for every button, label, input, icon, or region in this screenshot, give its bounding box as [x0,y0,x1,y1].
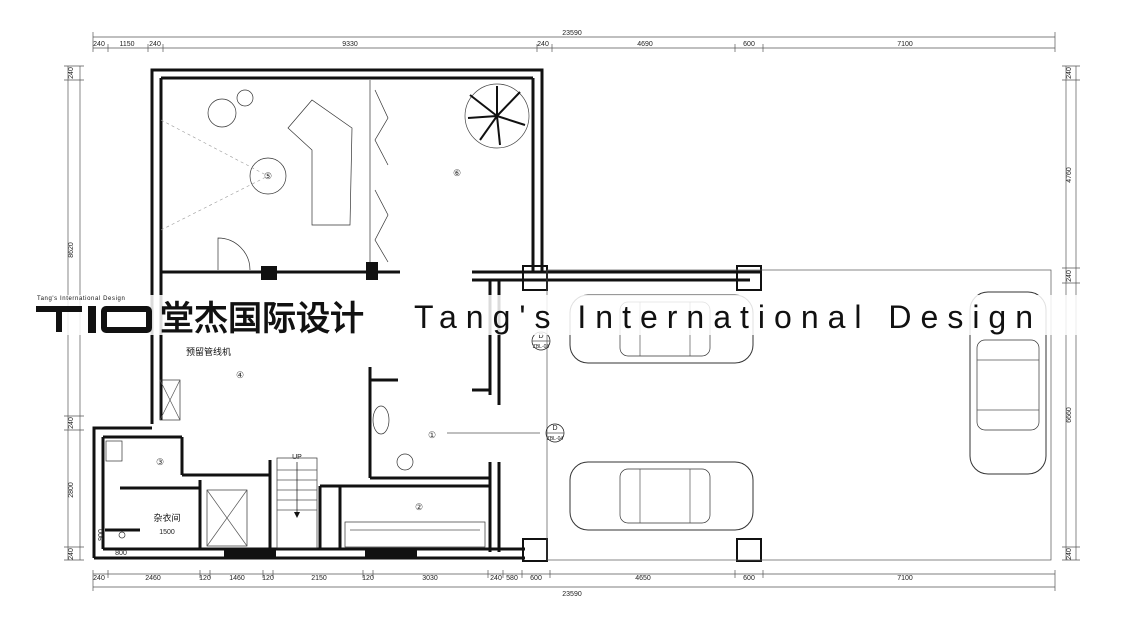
stair-up-label: UP [292,454,302,461]
storage-room-label: 杂衣间 [153,512,180,524]
bottom-dim-11: 600 [530,575,542,582]
top-dim-2: 1150 [119,41,134,48]
bottom-dim-1: 240 [93,575,105,582]
top-dim-4: 9330 [342,41,358,48]
brand-logo-icon [36,306,152,333]
room-3-number: ③ [156,457,164,467]
right-dim-2: 4760 [1066,167,1073,183]
bottom-dim-5: 120 [262,575,274,582]
top-dim-7: 600 [743,41,755,48]
right-dim-3: 240 [1066,270,1073,282]
dim-900: 900 [98,529,105,541]
left-dim-2: 8620 [68,242,75,258]
bottom-dim-9: 240 [490,575,502,582]
marker-top-code: ZBL-03 [533,344,550,350]
left-dim-5: 240 [68,548,75,560]
lower-interior: 预留管线机 ④ ① ② ③ UP [98,346,540,557]
top-dim-8: 7100 [897,41,913,48]
bottom-dim-10: 580 [506,575,518,582]
room-2-number: ② [415,502,423,512]
left-dim-4: 2800 [68,482,75,498]
bottom-total-dim: 23590 [562,591,582,598]
top-dim-5: 240 [537,41,549,48]
room-5-number: ⑤ [264,171,272,181]
top-dimension-lines: 23590 240 1150 240 9330 240 4690 600 710… [92,30,1056,52]
brand-watermark: Tang's International Design 堂杰国际设计 Tang'… [30,295,1130,339]
brand-small-text: Tang's International Design [37,296,125,302]
top-dim-1: 240 [93,41,105,48]
left-dim-3: 240 [68,417,75,429]
car-2 [569,461,754,531]
right-dim-5: 240 [1066,548,1073,560]
dim-1500: 1500 [159,529,175,536]
bottom-dim-7: 120 [362,575,374,582]
room-4-number: ④ [236,370,244,380]
right-dim-1: 240 [1066,67,1073,79]
right-dim-4: 6660 [1066,407,1073,423]
bottom-dim-13: 600 [743,575,755,582]
bottom-dim-2: 2460 [145,575,161,582]
utility-label: 预留管线机 [186,346,231,358]
top-total-dim: 23590 [562,30,582,37]
room-1-number: ① [428,430,436,440]
top-dim-3: 240 [149,41,161,48]
tree-icon [464,83,530,149]
brand-chinese-name: 堂杰国际设计 [160,299,364,339]
room-6-number: ⑥ [453,168,461,178]
left-dim-1: 240 [68,67,75,79]
bottom-dim-12: 4650 [635,575,651,582]
marker-top-letter: D [538,333,543,340]
bottom-dim-4: 1460 [229,575,245,582]
walls [92,68,760,560]
bottom-dimension-lines: 240 2460 120 1460 120 2150 120 3030 240 … [92,570,1056,598]
car-3 [969,291,1047,475]
marker-mid-code: ZBL-04 [547,436,564,442]
bottom-dim-6: 2150 [311,575,327,582]
marker-mid-letter: D [552,425,557,432]
section-marker-mid: D ZBL-04 [545,423,565,443]
bottom-dim-3: 120 [199,575,211,582]
bottom-dim-14: 7100 [897,575,913,582]
stair: UP [276,454,318,549]
bottom-dim-8: 3030 [422,575,438,582]
top-room-furniture: ⑤ ⑥ [160,80,530,271]
carport-outline [546,269,1052,561]
brand-english-name: Tang's International Design [414,299,1042,335]
top-dim-6: 4690 [637,41,653,48]
dim-800: 800 [115,550,127,557]
